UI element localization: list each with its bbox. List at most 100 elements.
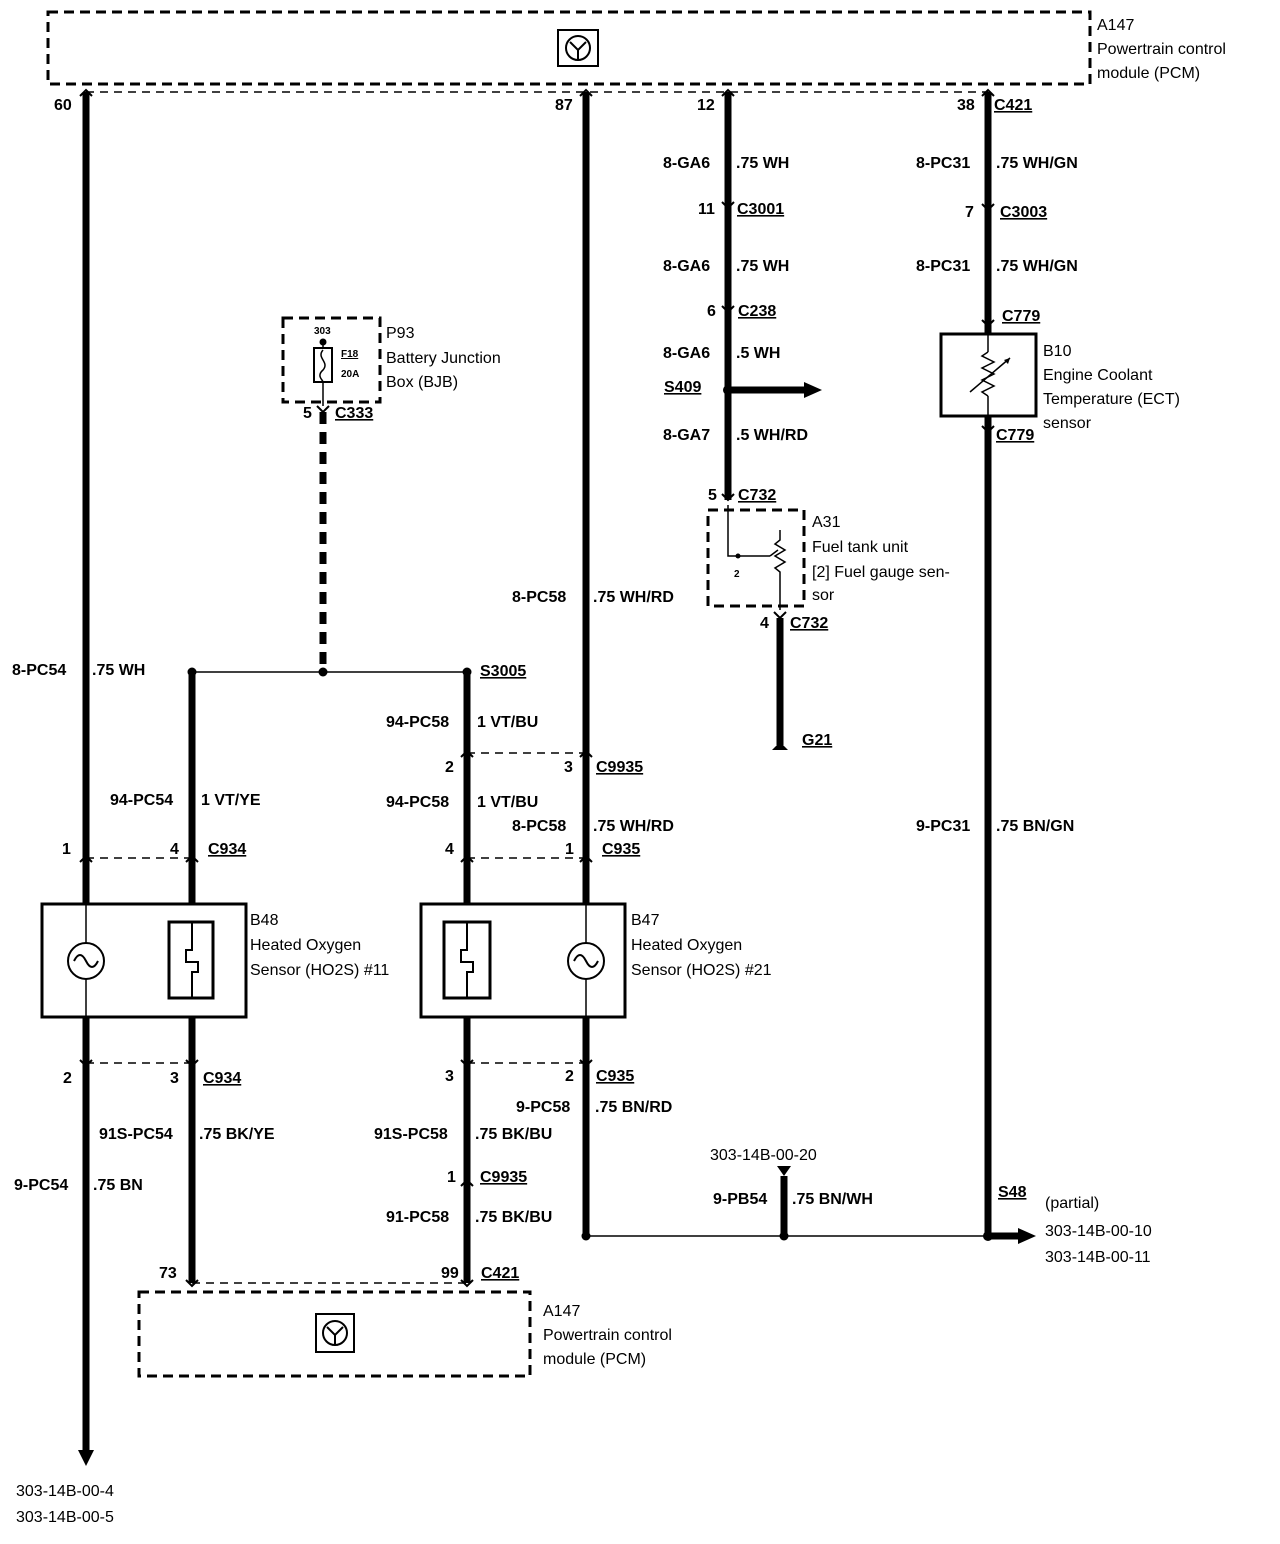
c3001-pin: 11 [698,201,715,218]
b47-code: B47 [631,912,660,929]
c421-bottom-pin-right: 99 [441,1265,459,1282]
bnrd-wire-id: 9-PC58 [516,1099,570,1116]
pin-38: 38 [957,97,975,114]
ga6-wire1-spec: .75 WH [736,155,789,172]
pc31-wire1-spec: .75 WH/GN [996,155,1078,172]
c934-bottom-pin-right: 3 [170,1070,179,1087]
c934-top-pin-left: 1 [62,841,71,858]
pcm-top-name-1: Powertrain control [1097,41,1226,58]
bkye-wire-spec: .75 BK/YE [199,1126,275,1143]
whrd-wire2-id: 8-PC58 [512,818,566,835]
fuel-unit-inner-pin: 2 [734,569,740,580]
bkbu-wire2-spec: .75 BK/BU [475,1209,552,1226]
pb54-wire-id: 9-PB54 [713,1191,767,1208]
pcm-bottom-name-1: Powertrain control [543,1327,672,1344]
bjb-box [281,316,382,404]
ga6-wire1-id: 8-GA6 [663,155,710,172]
c935-bottom-pin-left: 3 [445,1068,454,1085]
vtye-wire-id: 94-PC54 [110,792,173,809]
fuel-unit-code: A31 [812,514,841,531]
bnrd-wire-spec: .75 BN/RD [595,1099,672,1116]
pc31-wire3-id: 9-PC31 [916,818,970,835]
fuel-gauge-resistor-icon [773,530,787,610]
thermistor-icon [980,351,996,397]
b48-code: B48 [250,912,279,929]
c935-bottom-pin-right: 2 [565,1068,574,1085]
s48-note-1: (partial) [1045,1195,1099,1212]
fuel-tank-unit-box [706,508,806,608]
bkbu-wire1-spec: .75 BK/BU [475,1126,552,1143]
pcm-top-code: A147 [1097,17,1134,34]
g21-label: G21 [802,732,832,749]
pcm-bottom-icon [315,1313,355,1353]
bjb-line1: Battery Junction [386,350,501,367]
c934-bottom-label: C934 [203,1070,241,1087]
pb54-wire-spec: .75 BN/WH [792,1191,873,1208]
vtbu-wire1-spec: 1 VT/BU [477,714,538,731]
bottom-ref-2: 303-14B-00-5 [16,1509,114,1526]
bottom-ref-1: 303-14B-00-4 [16,1483,114,1500]
bjb-fuse-name: F18 [341,349,359,360]
ga6-wire2-id: 8-GA6 [663,258,710,275]
c779-bottom-label: C779 [996,427,1034,444]
ref-20-label: 303-14B-00-20 [710,1147,817,1164]
c238-pin: 6 [707,303,716,320]
c935-top-pin-left: 4 [445,841,454,858]
c9935-top-pin-left: 2 [445,759,454,776]
vtbu-wire2-id: 94-PC58 [386,794,449,811]
fuel-unit-line1: Fuel tank unit [812,539,909,556]
c333-pin: 5 [303,405,312,422]
pc31-wire3-spec: .75 BN/GN [996,818,1074,835]
b48-sensor-box [40,902,248,1019]
c934-bottom-pin-left: 2 [63,1070,72,1087]
c9935-top-pin-right: 3 [564,759,573,776]
c3001-label: C3001 [737,201,784,218]
pcm-top-box [46,10,1092,86]
c238-label: C238 [738,303,776,320]
c732-top-pin: 5 [708,487,717,504]
s48-label: S48 [998,1184,1027,1201]
bn-wire-spec: .75 BN [93,1177,143,1194]
pcm-bottom-code: A147 [543,1303,580,1320]
c732-bottom-label: C732 [790,615,828,632]
pc58-top-wire-spec: .75 WH/RD [593,589,674,606]
ga6-wire3-id: 8-GA6 [663,345,710,362]
c935-bottom-label: C935 [596,1068,634,1085]
c779-top-label: C779 [1002,308,1040,325]
pc31-wire2-spec: .75 WH/GN [996,258,1078,275]
ect-line1: Engine Coolant [1043,367,1153,384]
ga7-wire-spec: .5 WH/RD [736,427,808,444]
c732-top-label: C732 [738,487,776,504]
s3005-label: S3005 [480,663,526,680]
pc31-wire2-id: 8-PC31 [916,258,970,275]
c9935-top-label: C9935 [596,759,643,776]
fuel-unit-line3: sor [812,587,835,604]
c421-bottom-pin-left: 73 [159,1265,177,1282]
b47-line2: Sensor (HO2S) #21 [631,962,772,979]
bn-arrow-down-icon [78,1450,94,1466]
ground-icon [772,742,788,750]
ect-line3: sensor [1043,415,1092,432]
s48-note-3: 303-14B-00-11 [1045,1249,1151,1266]
pcm-top-name-2: module (PCM) [1097,65,1200,82]
bn-wire-id: 9-PC54 [14,1177,68,1194]
c732-bottom-pin: 4 [760,615,769,632]
pin-87: 87 [555,97,573,114]
pcm-bottom-box [137,1290,532,1378]
c421-top-label: C421 [994,97,1032,114]
ect-code: B10 [1043,343,1072,360]
ect-line2: Temperature (ECT) [1043,391,1180,408]
c3003-pin: 7 [965,204,974,221]
b47-line1: Heated Oxygen [631,937,742,954]
pcm-top-icon [557,29,599,67]
fuel-unit-wire [727,505,770,557]
c421-bottom-label: C421 [481,1265,519,1282]
bkbu-wire1-id: 91S-PC58 [374,1126,448,1143]
pc58-top-wire-id: 8-PC58 [512,589,566,606]
vtye-wire-spec: 1 VT/YE [201,792,261,809]
c935-top-label: C935 [602,841,640,858]
b47-sensor-icon [567,942,605,980]
b48-line2: Sensor (HO2S) #11 [250,962,389,979]
c9935-bottom-label: C9935 [480,1169,527,1186]
c333-label: C333 [335,405,373,422]
